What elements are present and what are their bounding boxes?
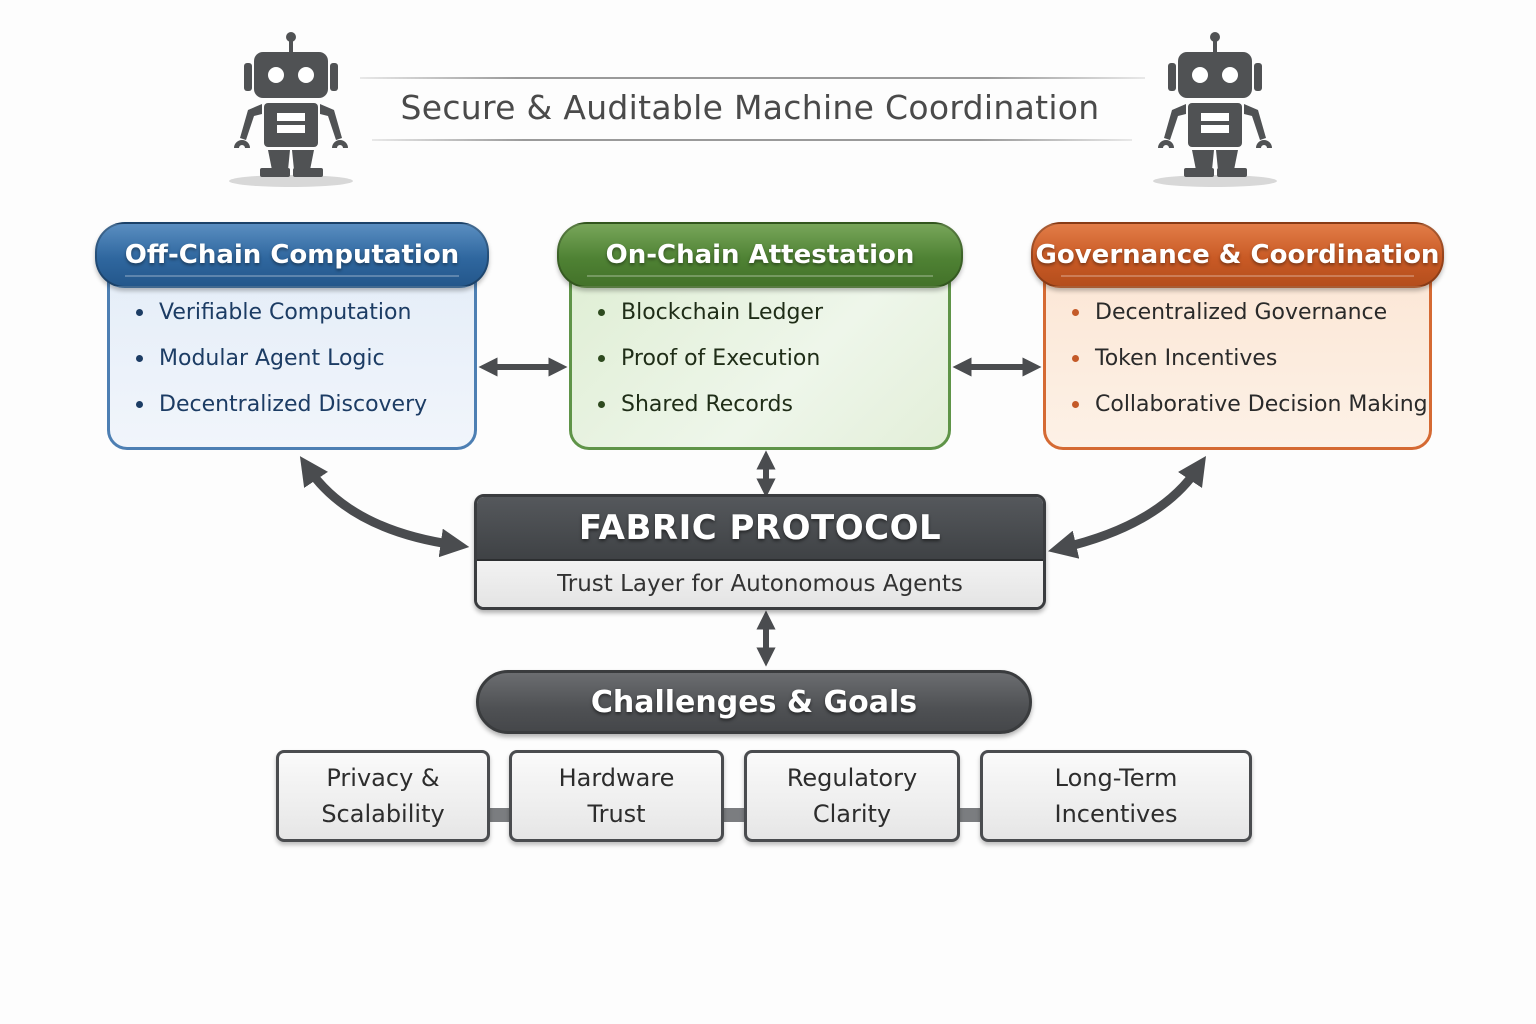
title-rule-top	[360, 77, 1145, 79]
item-label: Decentralized Governance	[1095, 299, 1388, 325]
goal-line: Clarity	[812, 800, 892, 828]
item-label: Collaborative Decision Making	[1095, 391, 1428, 417]
protocol-subtitle: Trust Layer for Autonomous Agents	[477, 561, 1043, 607]
item-label: Token Incentives	[1095, 345, 1278, 371]
goal-line: Long-Term	[1054, 764, 1178, 792]
item-label: Shared Records	[621, 391, 793, 417]
goal-connector	[488, 808, 512, 822]
bullet-icon	[1072, 308, 1079, 316]
challenges-goals-header: Challenges & Goals	[476, 670, 1032, 734]
bullet-icon	[136, 354, 143, 362]
category-body: Blockchain Ledger Proof of Execution Sha…	[569, 258, 951, 450]
item-label: Proof of Execution	[621, 345, 821, 371]
list-item: Proof of Execution	[598, 335, 948, 381]
item-label: Modular Agent Logic	[159, 345, 385, 371]
fabric-protocol-box: FABRIC PROTOCOL Trust Layer for Autonomo…	[474, 494, 1046, 610]
list-item: Decentralized Discovery	[136, 381, 474, 427]
category-title: On-Chain Attestation	[557, 222, 963, 288]
item-label: Verifiable Computation	[159, 299, 412, 325]
category-items: Decentralized Governance Token Incentive…	[1072, 289, 1429, 427]
protocol-title: FABRIC PROTOCOL	[477, 497, 1043, 561]
list-item: Verifiable Computation	[136, 289, 474, 335]
bullet-icon	[1072, 400, 1079, 408]
goal-connector	[722, 808, 748, 822]
goal-line: Hardware	[558, 764, 675, 792]
title-rule-bottom	[372, 139, 1132, 141]
bullet-icon	[136, 308, 143, 316]
goal-line: Privacy &	[326, 764, 440, 792]
list-item: Token Incentives	[1072, 335, 1429, 381]
arrow-offchain-protocol	[299, 456, 470, 558]
goal-connector	[958, 808, 984, 822]
bullet-icon	[1072, 354, 1079, 362]
bullet-icon	[598, 400, 605, 408]
bullet-icon	[598, 354, 605, 362]
category-off-chain-computation: Verifiable Computation Modular Agent Log…	[95, 222, 489, 450]
goal-line: Incentives	[1054, 800, 1178, 828]
category-items: Verifiable Computation Modular Agent Log…	[136, 289, 474, 427]
list-item: Shared Records	[598, 381, 948, 427]
item-label: Blockchain Ledger	[621, 299, 823, 325]
bullet-icon	[598, 308, 605, 316]
list-item: Modular Agent Logic	[136, 335, 474, 381]
arrow-governance-protocol	[1047, 456, 1206, 559]
category-governance-coordination: Decentralized Governance Token Incentive…	[1031, 222, 1444, 450]
goal-line: Regulatory	[786, 764, 918, 792]
goal-line: Scalability	[321, 800, 445, 828]
list-item: Collaborative Decision Making	[1072, 381, 1429, 427]
category-body: Verifiable Computation Modular Agent Log…	[107, 258, 477, 450]
bullet-icon	[136, 400, 143, 408]
goal-line: Trust	[587, 800, 646, 828]
category-items: Blockchain Ledger Proof of Execution Sha…	[598, 289, 948, 427]
robot-icon	[1150, 28, 1280, 193]
category-title: Governance & Coordination	[1031, 222, 1444, 288]
goal-privacy-scalability: Privacy & Scalability	[276, 750, 490, 842]
list-item: Decentralized Governance	[1072, 289, 1429, 335]
category-body: Decentralized Governance Token Incentive…	[1043, 258, 1432, 450]
list-item: Blockchain Ledger	[598, 289, 948, 335]
item-label: Decentralized Discovery	[159, 391, 428, 417]
category-on-chain-attestation: Blockchain Ledger Proof of Execution Sha…	[557, 222, 963, 450]
robot-icon	[226, 28, 356, 193]
category-title: Off-Chain Computation	[95, 222, 489, 288]
diagram-title: Secure & Auditable Machine Coordination	[400, 88, 1100, 127]
